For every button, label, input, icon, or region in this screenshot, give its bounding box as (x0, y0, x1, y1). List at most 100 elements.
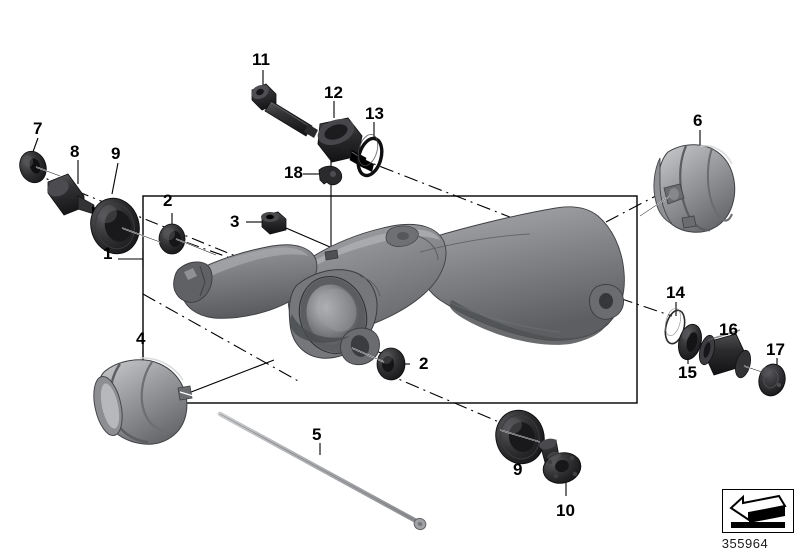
axis-789 (29, 171, 251, 263)
part-4-bellows-left (93, 357, 201, 445)
bolt-11-shank (264, 100, 313, 137)
arm-right-bush-bore (599, 293, 613, 309)
callout-7: 7 (33, 119, 43, 138)
callout-16: 16 (719, 320, 738, 339)
callout-18: 18 (284, 163, 303, 182)
tie-head-slot (417, 521, 423, 527)
swing-arm-assembly-box (142, 195, 638, 404)
part-13-o-ring (356, 133, 384, 178)
part-3-rubber-stop (261, 211, 287, 235)
callout-12: 12 (324, 83, 343, 102)
bolt-10-dimple-4 (572, 471, 578, 477)
bolt-11-socket (256, 88, 264, 96)
arm-clip-tab (324, 249, 339, 261)
mount-9b-axis (499, 429, 541, 443)
mount-9b-groove (500, 414, 540, 460)
bolt-10-socket (555, 459, 569, 473)
part-6-bellows-right (639, 144, 736, 233)
arrow-base-bar (731, 522, 785, 528)
callout-15: 15 (678, 363, 697, 382)
bellows-4-rib-4 (140, 361, 179, 433)
arm-seam-upper (419, 233, 531, 253)
axis-4 (142, 293, 301, 383)
part-2-upper-bush (158, 223, 217, 256)
bellows-6-collar (653, 157, 673, 225)
callout-9-lower: 9 (513, 460, 523, 479)
part-18-clip (318, 165, 343, 186)
callout-2-lower: 2 (419, 354, 429, 373)
origin-marker-box (722, 489, 794, 533)
bent-arrow-icon (729, 494, 787, 528)
callout-8: 8 (70, 142, 80, 161)
leader-4b (185, 359, 275, 395)
bolt-10-shank-top (539, 438, 557, 450)
diagram-number: 355964 (721, 536, 769, 551)
bellows-4-axis-white (179, 391, 201, 399)
bellows-4-highlight (139, 357, 184, 381)
arm-lower-bush-bore (350, 335, 370, 357)
bush-lower-highlight (380, 352, 392, 364)
bellows-6-rib-4 (706, 147, 733, 222)
axis-6 (605, 179, 687, 223)
o-ring-13-body (356, 136, 384, 178)
arm-center-shadow (290, 314, 350, 343)
part-15-seal-washer (678, 323, 702, 361)
callout-9-upper: 9 (111, 144, 121, 163)
cap-17-dimple (776, 382, 782, 388)
bearing-12-top-bore (324, 124, 348, 140)
washer-15-bore (686, 332, 698, 352)
callout-2-upper: 2 (163, 191, 173, 210)
bearing-12-edge (351, 151, 359, 157)
bolt-10-dimple-1 (547, 459, 553, 465)
arm-left-highlight (196, 247, 308, 284)
bolt-11-thread-tip (304, 124, 318, 138)
callout-11: 11 (252, 50, 270, 69)
callout-14: 14 (666, 283, 685, 302)
clip-18-body (318, 165, 343, 186)
tie-strap-edge (219, 413, 419, 523)
part-11-bolt (251, 83, 318, 138)
cap-17-ring (763, 369, 779, 389)
callout-13: 13 (365, 104, 384, 123)
callout-3: 3 (230, 212, 240, 231)
grommet-7-highlight (22, 155, 34, 167)
part-17-end-cap (758, 363, 786, 397)
o-ring-13-highlight (357, 133, 379, 167)
bolt-10-dimple-3 (569, 455, 575, 461)
arm-rib-1 (417, 235, 439, 261)
part-9-lower-mount (495, 409, 545, 465)
pin-step (77, 195, 95, 215)
bellows-6-axis (639, 195, 671, 217)
callout-6: 6 (693, 111, 703, 130)
arm-pivot-bore (306, 284, 360, 346)
bellows-6-lug-hole (669, 188, 679, 200)
bolt-10-highlight (547, 451, 561, 461)
clip-18-eye (330, 171, 336, 177)
pin-head (47, 179, 69, 197)
arrow-shadow-side (749, 506, 785, 523)
arm-top-highlight (306, 229, 440, 272)
washer-15-highlight (681, 328, 691, 340)
bellows-6-highlight (699, 144, 733, 165)
callout-1: 1 (103, 244, 113, 263)
bush-lower-axis (351, 347, 385, 363)
leader-3b (285, 227, 331, 248)
sleeve-16-highlight (707, 329, 741, 341)
callout-17: 17 (766, 340, 785, 359)
bolt-11-shank-highlight (271, 102, 313, 129)
bolt-10-dimple-2 (553, 473, 559, 479)
bush-upper-highlight (163, 228, 175, 240)
part-2-lower-bush (351, 347, 406, 381)
cap-17-body (758, 363, 786, 397)
arm-rear-section (420, 206, 625, 341)
arm-rib-2 (359, 275, 381, 297)
arm-seam-lower (435, 295, 561, 333)
part-7-grommet (19, 150, 61, 184)
mount-9b-highlight (502, 417, 522, 435)
part-10-flanged-bolt (539, 438, 582, 484)
bush-upper-axis (175, 238, 217, 256)
o-ring-14-highlight (665, 307, 681, 337)
leader-9a (111, 162, 119, 195)
